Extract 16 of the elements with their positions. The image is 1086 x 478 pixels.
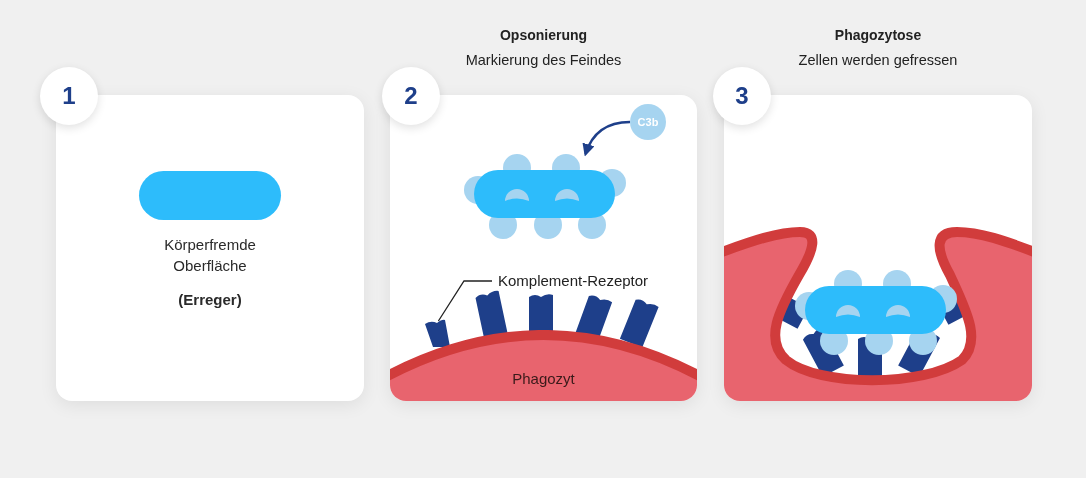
- pathogen-note: (Erreger): [177, 290, 243, 310]
- pathogen-drawing: [464, 154, 626, 239]
- step-subtitle: Markierung des Feindes: [464, 52, 623, 68]
- c3b-molecule: C3b: [630, 104, 666, 140]
- leader-line: [437, 280, 493, 322]
- step-title: Phagozytose: [833, 27, 923, 43]
- step-number-badge: 1: [40, 67, 98, 125]
- step-number-badge: 3: [713, 67, 771, 125]
- step-subtitle: Zellen werden gefressen: [797, 52, 959, 68]
- part-label: Komplement-Rezeptor: [498, 271, 649, 291]
- pathogen-label: Körperfremde Oberfläche: [163, 235, 257, 276]
- arrow: [583, 120, 631, 157]
- step-number-badge: 2: [382, 67, 440, 125]
- receptor-drawing: [423, 317, 451, 347]
- step-title: Opsonierung: [498, 27, 589, 43]
- phagocyte-drawing: Phagozyt: [390, 330, 697, 401]
